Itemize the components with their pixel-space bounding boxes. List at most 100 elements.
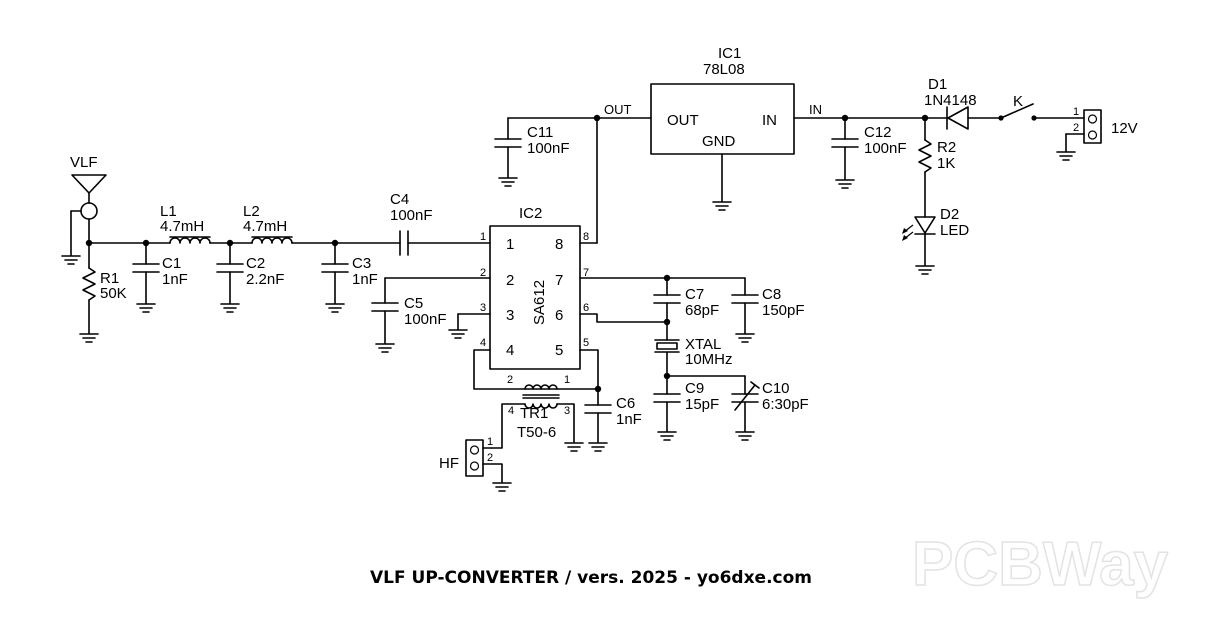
- c3-value: 1nF: [352, 271, 378, 288]
- diagram-title: VLF UP-CONVERTER / vers. 2025 - yo6dxe.c…: [370, 568, 812, 588]
- tr1-value: T50-6: [517, 424, 556, 441]
- c1-ref: C1: [162, 255, 181, 272]
- diode-d1: [946, 106, 1001, 130]
- connector-12v: [1056, 109, 1102, 161]
- xtal-ref: XTAL: [685, 336, 721, 353]
- ic2-sa612: [489, 225, 581, 370]
- c6-value: 1nF: [616, 411, 642, 428]
- l1-ref: L1: [160, 203, 177, 220]
- c8-value: 150pF: [762, 302, 805, 319]
- c10-value: 6:30pF: [762, 396, 809, 413]
- c8-ref: C8: [762, 286, 781, 303]
- ic1-out-pin: OUT: [667, 112, 699, 129]
- ic2-pin1-in: 1: [506, 236, 514, 253]
- tr1-pin1: 1: [564, 374, 570, 386]
- c9-value: 15pF: [685, 396, 719, 413]
- l1-value: 4.7mH: [160, 218, 204, 235]
- conn-hf-label: HF: [439, 455, 459, 472]
- antenna-vlf: [61, 174, 107, 265]
- inductor-l2: [251, 236, 293, 244]
- conn-hf-pin1: 1: [487, 436, 493, 448]
- c4-value: 100nF: [390, 207, 433, 224]
- xtal-value: 10MHz: [685, 351, 733, 368]
- capacitor-c6: [584, 388, 612, 452]
- l2-ref: L2: [243, 203, 260, 220]
- crystal-xtal: [654, 339, 680, 377]
- ic2-ref: IC2: [519, 205, 542, 222]
- ic2-pin2-num: 2: [480, 267, 486, 279]
- resistor-r2: [918, 117, 932, 218]
- ic2-pin5-num: 5: [583, 337, 589, 349]
- tr1-pin2: 2: [507, 374, 513, 386]
- ic2-pin3-num: 3: [480, 302, 486, 314]
- transformer-tr1: [491, 384, 584, 452]
- ic2-pin4-in: 4: [506, 342, 514, 359]
- c11-value: 100nF: [527, 140, 570, 157]
- ic2-pin7-num: 7: [583, 267, 589, 279]
- watermark: PCBWay: [912, 530, 1169, 599]
- switch-k: [998, 103, 1079, 121]
- conn-12v-pin2: 2: [1073, 122, 1079, 134]
- switch-ref: K: [1013, 93, 1023, 110]
- capacitor-c5: [371, 277, 491, 353]
- capacitor-c11: [494, 117, 522, 187]
- antenna-label: VLF: [70, 154, 98, 171]
- ic2-pin6-in: 6: [555, 307, 563, 324]
- capacitor-c3: [321, 242, 349, 313]
- c12-value: 100nF: [864, 140, 907, 157]
- c9-ref: C9: [685, 380, 704, 397]
- r2-value: 1K: [937, 155, 955, 172]
- c5-ref: C5: [404, 295, 423, 312]
- c2-ref: C2: [246, 255, 265, 272]
- capacitor-c7: [653, 277, 681, 341]
- ic2-pin1-num: 1: [480, 231, 486, 243]
- capacitor-c9: [653, 375, 681, 441]
- l2-value: 4.7mH: [243, 218, 287, 235]
- c2-value: 2.2nF: [246, 271, 284, 288]
- ic2-pin7-in: 7: [555, 272, 563, 289]
- ic2-pin3-in: 3: [506, 307, 514, 324]
- d1-value: 1N4148: [924, 92, 977, 109]
- ic2-pin8-in: 8: [555, 236, 563, 253]
- ic2-pin5-in: 5: [555, 342, 563, 359]
- conn-12v-label: 12V: [1111, 120, 1138, 137]
- tr1-pin3: 3: [564, 405, 570, 417]
- net-in-label: IN: [809, 102, 822, 117]
- capacitor-c1: [132, 242, 160, 313]
- c10-ref: C10: [762, 380, 790, 397]
- c4-ref: C4: [390, 191, 409, 208]
- c3-ref: C3: [352, 255, 371, 272]
- trimmer-capacitor-c10: [731, 375, 760, 441]
- ic1-gnd-pin: GND: [702, 133, 736, 150]
- c11-ref: C11: [527, 124, 553, 141]
- c5-value: 100nF: [404, 311, 447, 328]
- net-out-label: OUT: [604, 102, 632, 117]
- capacitor-c8: [731, 277, 759, 343]
- conn-hf-pin2: 2: [487, 452, 493, 464]
- ic1-ref: IC1: [718, 45, 741, 62]
- d2-ref: D2: [940, 206, 959, 223]
- tr1-pin4: 4: [508, 405, 514, 417]
- ic2-pin4-num: 4: [480, 337, 486, 349]
- ic1-in-pin: IN: [762, 112, 777, 129]
- ic1-regulator: [650, 83, 795, 211]
- capacitor-c4: [399, 230, 491, 256]
- d1-ref: D1: [928, 76, 947, 93]
- ic2-pin2-in: 2: [506, 272, 514, 289]
- r1-ref: R1: [100, 270, 119, 287]
- capacitor-c12: [831, 117, 859, 189]
- c7-value: 68pF: [685, 302, 719, 319]
- ic2-pin6-num: 6: [583, 302, 589, 314]
- d2-value: LED: [940, 222, 969, 239]
- c7-ref: C7: [685, 286, 704, 303]
- connector-hf: [465, 439, 512, 492]
- r2-ref: R2: [937, 139, 956, 156]
- c12-ref: C12: [864, 124, 892, 141]
- capacitor-c2: [216, 242, 244, 313]
- ic1-value: 78L08: [703, 61, 745, 78]
- inductor-l1: [169, 236, 211, 244]
- c6-ref: C6: [616, 395, 635, 412]
- c1-value: 1nF: [162, 271, 188, 288]
- conn-12v-pin1: 1: [1073, 106, 1079, 118]
